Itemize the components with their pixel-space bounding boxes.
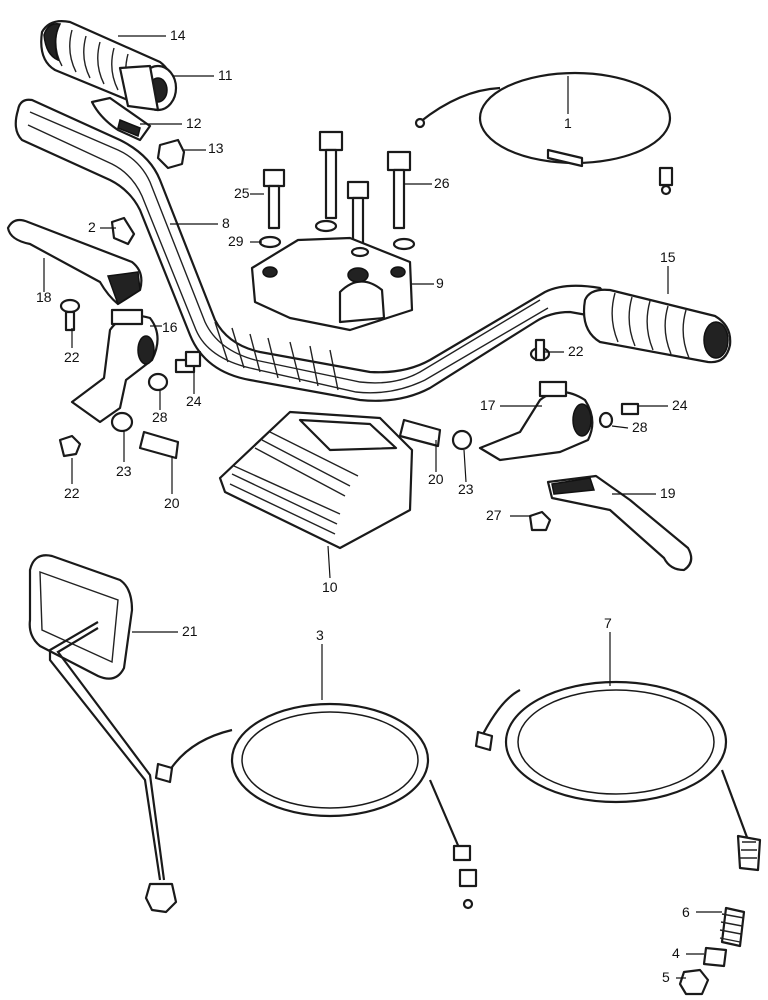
callout-numbers: 14 11 12 13 1 8 2 25 26 29 9 15 18 22 16… <box>36 27 690 985</box>
lower-holder <box>218 410 414 550</box>
callout-4: 4 <box>672 945 680 961</box>
callout-25: 25 <box>234 185 250 201</box>
callout-26: 26 <box>434 175 450 191</box>
bracket-clip <box>110 216 136 246</box>
callout-22b: 22 <box>64 485 80 501</box>
right-small-parts <box>398 338 640 532</box>
leader-lines <box>43 35 722 979</box>
callout-8: 8 <box>222 215 230 231</box>
callout-17: 17 <box>480 397 496 413</box>
callout-2: 2 <box>88 219 96 235</box>
callout-6: 6 <box>682 904 690 920</box>
callout-3: 3 <box>316 627 324 643</box>
callout-23a: 23 <box>116 463 132 479</box>
throttle-clip <box>90 96 152 142</box>
callout-21: 21 <box>182 623 198 639</box>
callout-16: 16 <box>162 319 178 335</box>
right-grip <box>582 288 732 364</box>
callout-29: 29 <box>228 233 244 249</box>
callout-24a: 24 <box>186 393 202 409</box>
clutch-lever-bracket <box>70 308 159 424</box>
throttle-cable <box>414 71 674 196</box>
callout-15: 15 <box>660 249 676 265</box>
cap-nut <box>156 138 186 170</box>
callout-22c: 22 <box>568 343 584 359</box>
callout-20a: 20 <box>164 495 180 511</box>
callout-22a: 22 <box>64 349 80 365</box>
callout-10: 10 <box>322 579 338 595</box>
left-small-parts <box>58 298 202 460</box>
bolts-top <box>258 130 416 251</box>
upper-holder <box>250 236 414 332</box>
callout-28a: 28 <box>152 409 168 425</box>
callout-18: 18 <box>36 289 52 305</box>
front-brake-bracket <box>478 380 594 462</box>
callout-19: 19 <box>660 485 676 501</box>
callout-28b: 28 <box>632 419 648 435</box>
callout-24b: 24 <box>672 397 688 413</box>
callout-20b: 20 <box>428 471 444 487</box>
clutch-cable <box>154 702 478 910</box>
callout-11: 11 <box>218 67 233 83</box>
callout-7: 7 <box>604 615 612 631</box>
handlebar <box>14 98 612 402</box>
spring-and-fasteners <box>678 906 746 996</box>
callout-1: 1 <box>564 115 572 131</box>
callout-23b: 23 <box>458 481 474 497</box>
front-brake-lever <box>546 474 693 572</box>
mirror <box>28 554 178 914</box>
callout-13: 13 <box>208 140 224 156</box>
brake-cable <box>474 680 762 872</box>
callout-5: 5 <box>662 969 670 985</box>
clutch-lever <box>6 218 143 306</box>
callout-9: 9 <box>436 275 444 291</box>
grip-end-ring <box>118 64 178 112</box>
callout-12: 12 <box>186 115 202 131</box>
callout-14: 14 <box>170 27 186 43</box>
callout-27: 27 <box>486 507 502 523</box>
